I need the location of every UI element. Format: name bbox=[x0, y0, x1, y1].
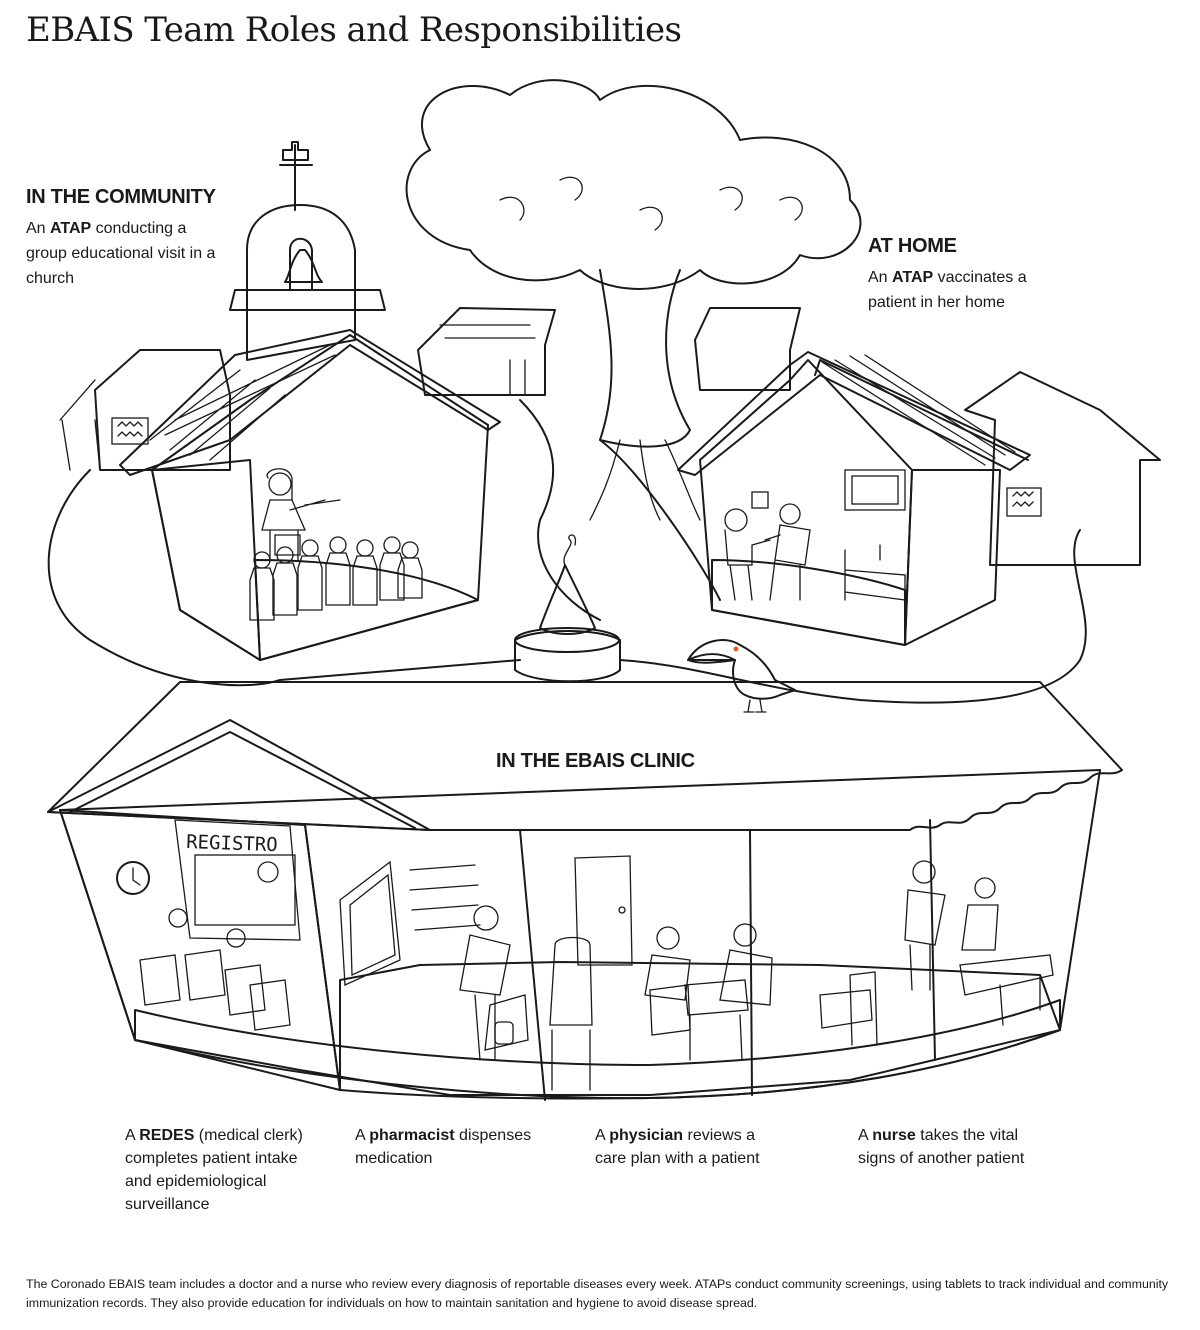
winding-path bbox=[47, 469, 521, 687]
background-house-center bbox=[417, 307, 556, 396]
home bbox=[677, 351, 1031, 646]
toucan bbox=[687, 639, 796, 713]
community-label: IN THE COMMUNITY An ATAP conducting a gr… bbox=[26, 182, 226, 291]
clinic bbox=[47, 681, 1123, 1101]
role-pharmacist-title: pharmacist bbox=[369, 1127, 455, 1144]
registro-sign: REGISTRO bbox=[186, 831, 278, 856]
footnote: The Coronado EBAIS team includes a docto… bbox=[26, 1277, 1169, 1310]
home-label: AT HOME An ATAP vaccinates a patient in … bbox=[868, 231, 1048, 315]
role-redes: A REDES (medical clerk) completes patien… bbox=[125, 1127, 303, 1213]
home-heading: AT HOME bbox=[868, 235, 957, 257]
community-role: ATAP bbox=[50, 220, 92, 237]
tree bbox=[405, 79, 862, 521]
background-house-right bbox=[964, 371, 1161, 566]
role-physician: A physician reviews a care plan with a p… bbox=[595, 1127, 760, 1167]
fountain bbox=[514, 534, 621, 683]
community-description: An ATAP conducting a group educational v… bbox=[26, 220, 216, 287]
role-nurse: A nurse takes the vital signs of another… bbox=[858, 1127, 1025, 1167]
page-title: EBAIS Team Roles and Responsibilities bbox=[26, 10, 682, 50]
role-nurse-title: nurse bbox=[872, 1127, 916, 1144]
home-role: ATAP bbox=[892, 269, 934, 286]
background-house-right-small bbox=[694, 307, 801, 391]
background-house-left bbox=[59, 349, 231, 471]
clinic-heading: IN THE EBAIS CLINIC bbox=[496, 750, 695, 772]
community-heading: IN THE COMMUNITY bbox=[26, 186, 216, 208]
church bbox=[119, 141, 501, 661]
home-description: An ATAP vaccinates a patient in her home bbox=[868, 269, 1027, 311]
role-pharmacist: A pharmacist dispenses medication bbox=[355, 1127, 532, 1167]
role-physician-title: physician bbox=[609, 1127, 684, 1144]
role-redes-title: REDES bbox=[139, 1127, 195, 1144]
